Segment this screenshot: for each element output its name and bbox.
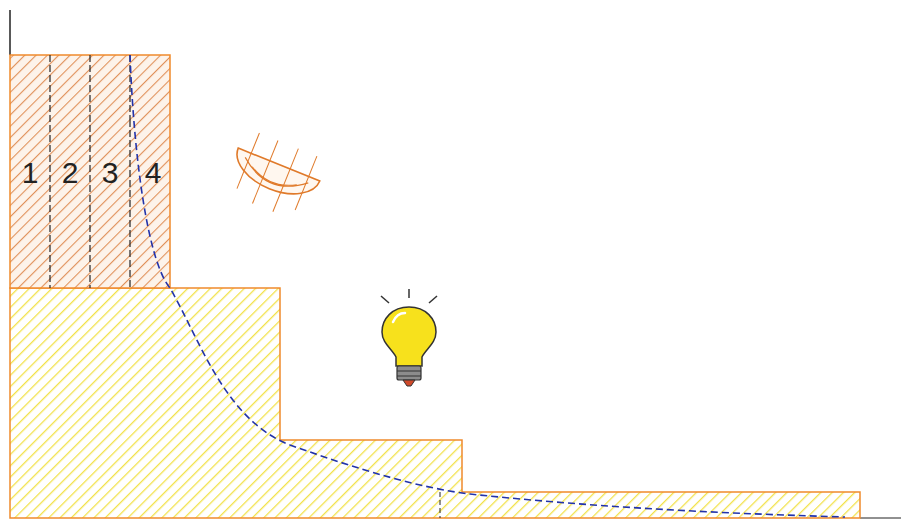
callout-number: 3 xyxy=(102,158,119,188)
lens-symbol xyxy=(221,128,328,224)
layer-block xyxy=(10,55,170,288)
axis-line xyxy=(9,10,11,55)
layer-divider xyxy=(129,120,130,288)
callout-number: 1 xyxy=(22,158,39,188)
layer-divider xyxy=(49,55,50,288)
layer-divider xyxy=(89,55,90,288)
layer-divider xyxy=(129,55,130,120)
light-bulb xyxy=(381,289,437,386)
callout-number: 4 xyxy=(145,158,162,188)
axis-line xyxy=(860,518,901,519)
stepped-body xyxy=(10,288,860,518)
profile-curve xyxy=(130,55,845,517)
callout-number: 2 xyxy=(62,158,79,188)
divider-line xyxy=(440,492,441,518)
